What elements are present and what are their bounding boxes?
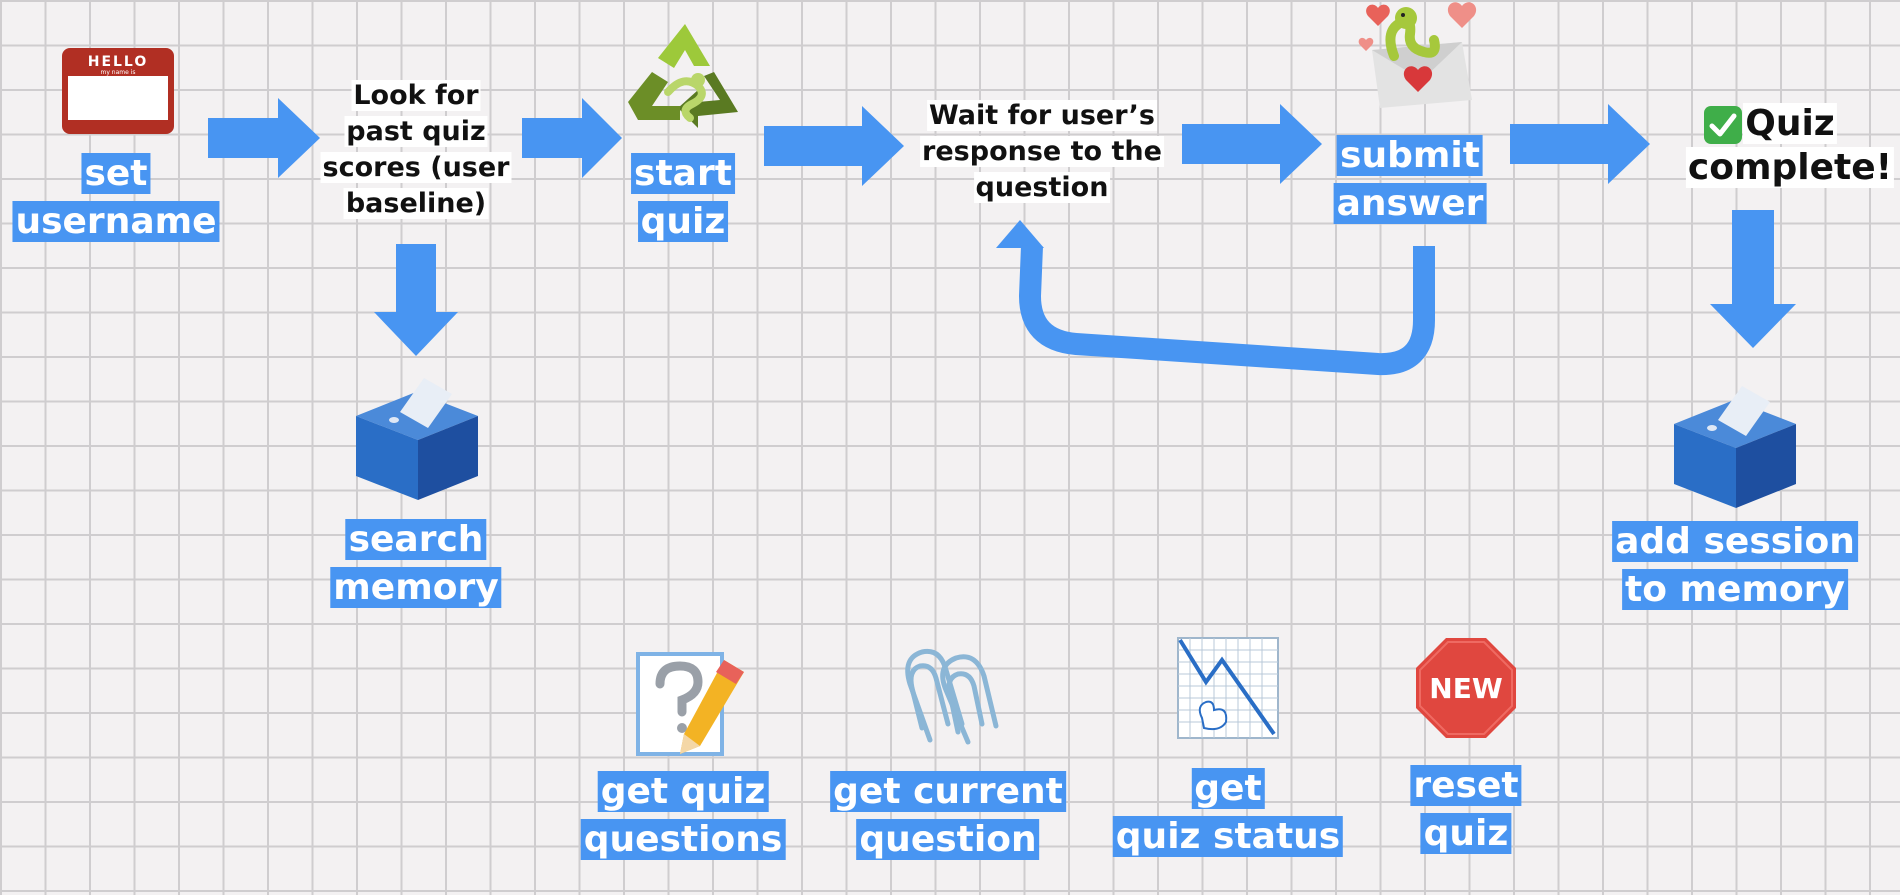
step-add-session-line1: add session [1612,521,1858,562]
name-tag-icon: HELLO my name is [62,48,174,134]
question-pencil-icon [636,650,748,758]
step-quiz-complete-line2: complete! [1685,147,1895,188]
ballot-box-icon [352,372,482,500]
step-add-session-line2: to memory [1622,569,1848,610]
arrow-start-to-wait [764,106,904,186]
step-set-username-line2: username [12,201,220,242]
tool-get-current-question-line1: get current [830,771,1066,812]
new-sign-icon: NEW [1414,636,1518,740]
tool-get-quiz-questions: get quiz questions [580,768,786,864]
recycle-snake-icon [628,20,742,128]
arrow-username-to-lookup [208,98,320,178]
step-wait-for-response-line1: Wait for user’s [926,100,1157,131]
step-add-session: add session to memory [1612,518,1858,614]
step-wait-for-response-line2: response to the [920,136,1164,167]
step-search-memory: search memory [330,516,502,612]
arrow-submit-to-complete [1510,104,1650,184]
ballot-box-icon [1670,380,1800,508]
step-look-for-scores-line3: scores (user [320,152,512,183]
tool-reset-quiz: reset quiz [1410,762,1522,858]
tool-get-quiz-status-line1: get [1191,768,1265,809]
step-look-for-scores-line4: baseline) [343,188,489,219]
name-tag-header: HELLO [88,54,149,70]
step-look-for-scores-line1: Look for [351,80,481,111]
name-tag-subheader: my name is [100,69,135,76]
arrow-complete-to-add [1710,210,1796,348]
step-wait-for-response-line3: question [973,172,1111,203]
tool-get-quiz-questions-line1: get quiz [597,771,769,812]
step-set-username: set username [12,150,220,246]
chart-decreasing-duck-icon [1176,636,1280,740]
step-submit-answer: submit answer [1333,132,1487,228]
step-quiz-complete: Quiz complete! [1685,102,1895,190]
paperclip-icon [892,644,1000,748]
step-submit-answer-line1: submit [1337,135,1483,176]
step-submit-answer-line2: answer [1333,183,1487,224]
check-mark-icon [1704,106,1742,144]
step-start-quiz-line1: start [631,153,735,194]
step-quiz-complete-line1: Quiz [1743,103,1837,144]
arrow-lookup-to-start [522,98,622,178]
tool-get-current-question: get current question [830,768,1066,864]
tool-reset-quiz-line2: quiz [1420,813,1512,854]
step-start-quiz: start quiz [631,150,735,246]
love-letter-snake-icon [1354,0,1484,114]
arrow-loop-submit-to-wait [1018,245,1435,376]
arrow-loop-head [996,220,1044,248]
new-sign-text: NEW [1429,672,1503,705]
tool-get-quiz-status-line2: quiz status [1112,816,1344,857]
tool-get-quiz-status: get quiz status [1112,765,1344,861]
arrow-wait-to-submit [1182,104,1322,184]
step-start-quiz-line2: quiz [637,201,729,242]
arrow-lookup-to-search [374,244,458,356]
tool-get-current-question-line2: question [856,819,1040,860]
tool-get-quiz-questions-line2: questions [580,819,786,860]
step-search-memory-line2: memory [330,567,502,608]
step-set-username-line1: set [81,153,151,194]
step-look-for-scores: Look for past quiz scores (user baseline… [320,78,512,222]
step-wait-for-response: Wait for user’s response to the question [920,98,1164,206]
step-search-memory-line1: search [345,519,487,560]
tool-reset-quiz-line1: reset [1410,765,1522,806]
step-look-for-scores-line2: past quiz [344,116,488,147]
